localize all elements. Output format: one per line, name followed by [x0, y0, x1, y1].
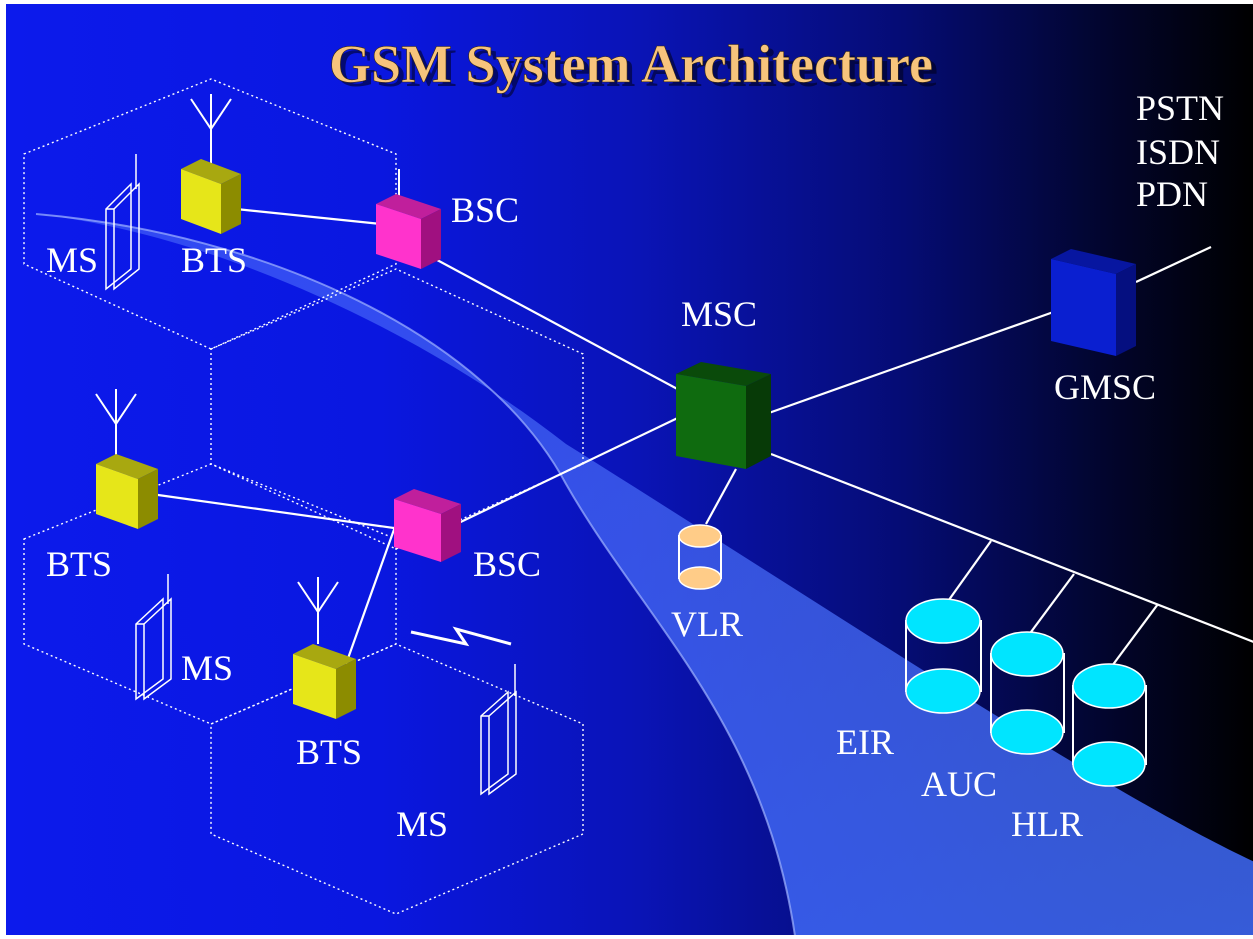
bsc-top-label: BSC: [451, 190, 519, 230]
bts-left-icon: [96, 454, 158, 529]
network-links: [150, 207, 1253, 667]
cell-top: [23, 78, 397, 350]
link-bus-auc: [1027, 573, 1075, 637]
vlr-database-icon: [678, 524, 722, 590]
link-bsc-msc-top: [425, 253, 697, 400]
page-title-shadow: GSM System Architecture: [334, 38, 938, 98]
database-cylinder-icon: [905, 598, 982, 714]
light-beam-edge: [35, 213, 796, 935]
msc-icon: [676, 362, 771, 469]
link-gmsc-networks: [1135, 246, 1212, 283]
gmsc-label: GMSC: [1054, 367, 1156, 407]
link-bsc-msc-bottom: [445, 413, 687, 530]
gmsc-icon: [1051, 249, 1136, 356]
slide-background: GSM System Architecture GSM System Archi…: [6, 4, 1253, 935]
lightning-link-icon: [410, 626, 512, 647]
mobile-phone-icon: [105, 154, 140, 291]
mobile-phone-icon: [480, 664, 517, 796]
auc-label: AUC: [921, 764, 997, 804]
ms-top-label: MS: [46, 240, 98, 280]
bsc-bottom-icon: [394, 489, 461, 562]
mobile-phone-icon: [135, 574, 172, 701]
vlr-label: VLR: [671, 604, 743, 644]
antenna-icon: [190, 94, 232, 164]
page-title: GSM System Architecture: [329, 34, 933, 94]
link-bts-bsc-top: [235, 207, 382, 226]
link-bus-hlr: [1111, 603, 1159, 667]
light-beam: [36, 214, 1253, 935]
bts-top-icon: [181, 159, 241, 234]
database-cylinder-icon: [990, 631, 1065, 755]
antenna-icon: [95, 389, 137, 459]
gsm-architecture-diagram: GSM System Architecture GSM System Archi…: [23, 34, 1253, 935]
pdn-label: PDN: [1136, 174, 1208, 214]
msc-label: MSC: [681, 294, 757, 334]
bsc-bottom-label: BSC: [473, 544, 541, 584]
eir-label: EIR: [836, 722, 894, 762]
pstn-label: PSTN: [1136, 88, 1224, 128]
database-cylinder-icon: [1072, 663, 1147, 787]
node-labels: MS BTS BSC MSC GMSC PSTN ISDN PDN BTS BS…: [46, 88, 1224, 844]
isdn-label: ISDN: [1136, 132, 1220, 172]
bts-top-label: BTS: [181, 240, 247, 280]
antenna-icon: [297, 577, 339, 644]
cell-bottom: [210, 643, 584, 915]
link-bts-bsc-left: [150, 492, 402, 531]
bts-bottom-icon: [293, 644, 356, 719]
hlr-label: HLR: [1011, 804, 1083, 844]
link-msc-gmsc: [765, 302, 1077, 416]
link-bsc-bts-bottom: [344, 523, 398, 665]
link-bus-eir: [945, 540, 992, 605]
ms-mid-label: MS: [181, 648, 233, 688]
bsc-top-icon: [376, 194, 441, 269]
ms-bottom-label: MS: [396, 804, 448, 844]
link-msc-databases: [770, 452, 1253, 643]
link-msc-vlr: [705, 468, 737, 525]
bts-left-label: BTS: [46, 544, 112, 584]
bts-bottom-label: BTS: [296, 732, 362, 772]
